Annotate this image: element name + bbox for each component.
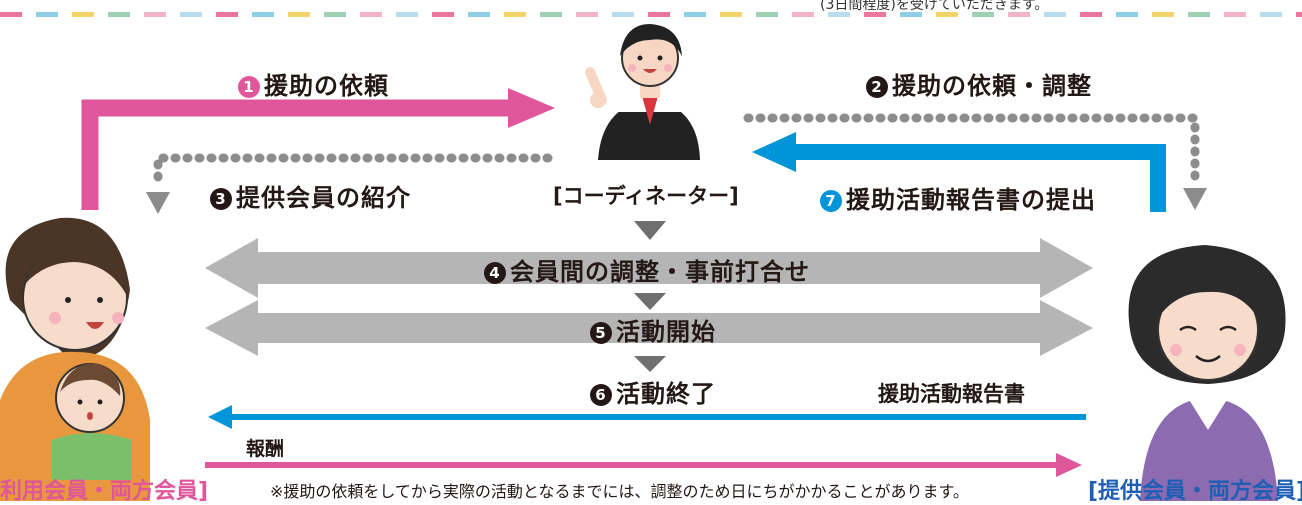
flow-triangle-3 [634, 356, 666, 372]
step-7-badge: 7 [820, 190, 842, 212]
coordinator-role-label: [コーディネーター] [553, 184, 739, 208]
stripe-dash [504, 12, 526, 17]
stripe-dash [144, 12, 166, 17]
stripe-dash [288, 12, 310, 17]
stripe-dash [684, 12, 706, 17]
stripe-dash [1260, 12, 1282, 17]
user-member-illustration [0, 217, 150, 501]
stripe-dash [108, 12, 130, 17]
flow-triangle-1 [634, 221, 666, 240]
step-6-badge: 6 [590, 384, 612, 406]
step-3-badge: 3 [210, 188, 232, 210]
reward-flow-line [205, 462, 1060, 468]
footnote: ※援助の依頼をしてから実際の活動となるまでには、調整のため日にちがかかることがあ… [270, 482, 969, 501]
step-4-badge: 4 [484, 262, 506, 284]
stripe-dash [648, 12, 670, 17]
stripe-dash [432, 12, 454, 17]
introduce-dotted-arrowhead [146, 192, 170, 214]
stripe-dash [36, 12, 58, 17]
stripe-dash [720, 12, 742, 17]
stripe-dash [1296, 12, 1302, 17]
start-double-arrow [205, 300, 1093, 356]
report-submit-arrowhead [752, 132, 796, 172]
stripe-dash [756, 12, 778, 17]
stripe-dash [1188, 12, 1210, 17]
dashed-header-stripe [0, 12, 1302, 17]
stripe-dash [828, 12, 850, 17]
report-submit-arrow [790, 144, 1166, 212]
stripe-dash [936, 12, 958, 17]
stripe-dash [324, 12, 346, 17]
stripe-dash [0, 12, 22, 17]
adjustment-double-arrow [205, 238, 1093, 298]
report-flow-line [226, 414, 1086, 420]
provider-member-illustration [1128, 245, 1286, 501]
stripe-dash [576, 12, 598, 17]
stripe-dash [1080, 12, 1102, 17]
report-flow-arrowhead [208, 405, 232, 429]
stripe-dash [900, 12, 922, 17]
stripe-dash [540, 12, 562, 17]
step-2-badge: 2 [866, 76, 888, 98]
stripe-dash [1224, 12, 1246, 17]
stripe-dash [1044, 12, 1066, 17]
stripe-dash [396, 12, 418, 17]
header-note: (3日間程度)を受けていただきます。 [820, 0, 1049, 13]
stripe-dash [180, 12, 202, 17]
stripe-dash [360, 12, 382, 17]
request-arrowhead [508, 88, 555, 128]
stripe-dash [468, 12, 490, 17]
step-1-badge: 1 [238, 76, 260, 98]
reward-label: 報酬 [246, 438, 285, 460]
coordination-dotted-arrow [743, 113, 1200, 190]
stripe-dash [792, 12, 814, 17]
flow-triangle-2 [634, 293, 666, 310]
coordination-dotted-arrowhead [1183, 188, 1207, 210]
reward-flow-arrowhead [1056, 453, 1082, 477]
stripe-dash [1152, 12, 1174, 17]
stripe-dash [72, 12, 94, 17]
user-member-role-label: 利用会員・両方会員] [0, 479, 209, 504]
request-arrow [81, 99, 515, 210]
stripe-dash [1116, 12, 1138, 17]
stripe-dash [216, 12, 238, 17]
report-document-label: 援助活動報告書 [878, 382, 1025, 406]
stripe-dash [972, 12, 994, 17]
provider-member-role-label: [提供会員・両方会員] [1088, 479, 1302, 504]
introduce-dotted-arrow [153, 153, 553, 193]
stripe-dash [864, 12, 886, 17]
stripe-dash [252, 12, 274, 17]
coordinator-illustration [585, 24, 700, 160]
stripe-dash [612, 12, 634, 17]
step-5-badge: 5 [590, 322, 612, 344]
stripe-dash [1008, 12, 1030, 17]
